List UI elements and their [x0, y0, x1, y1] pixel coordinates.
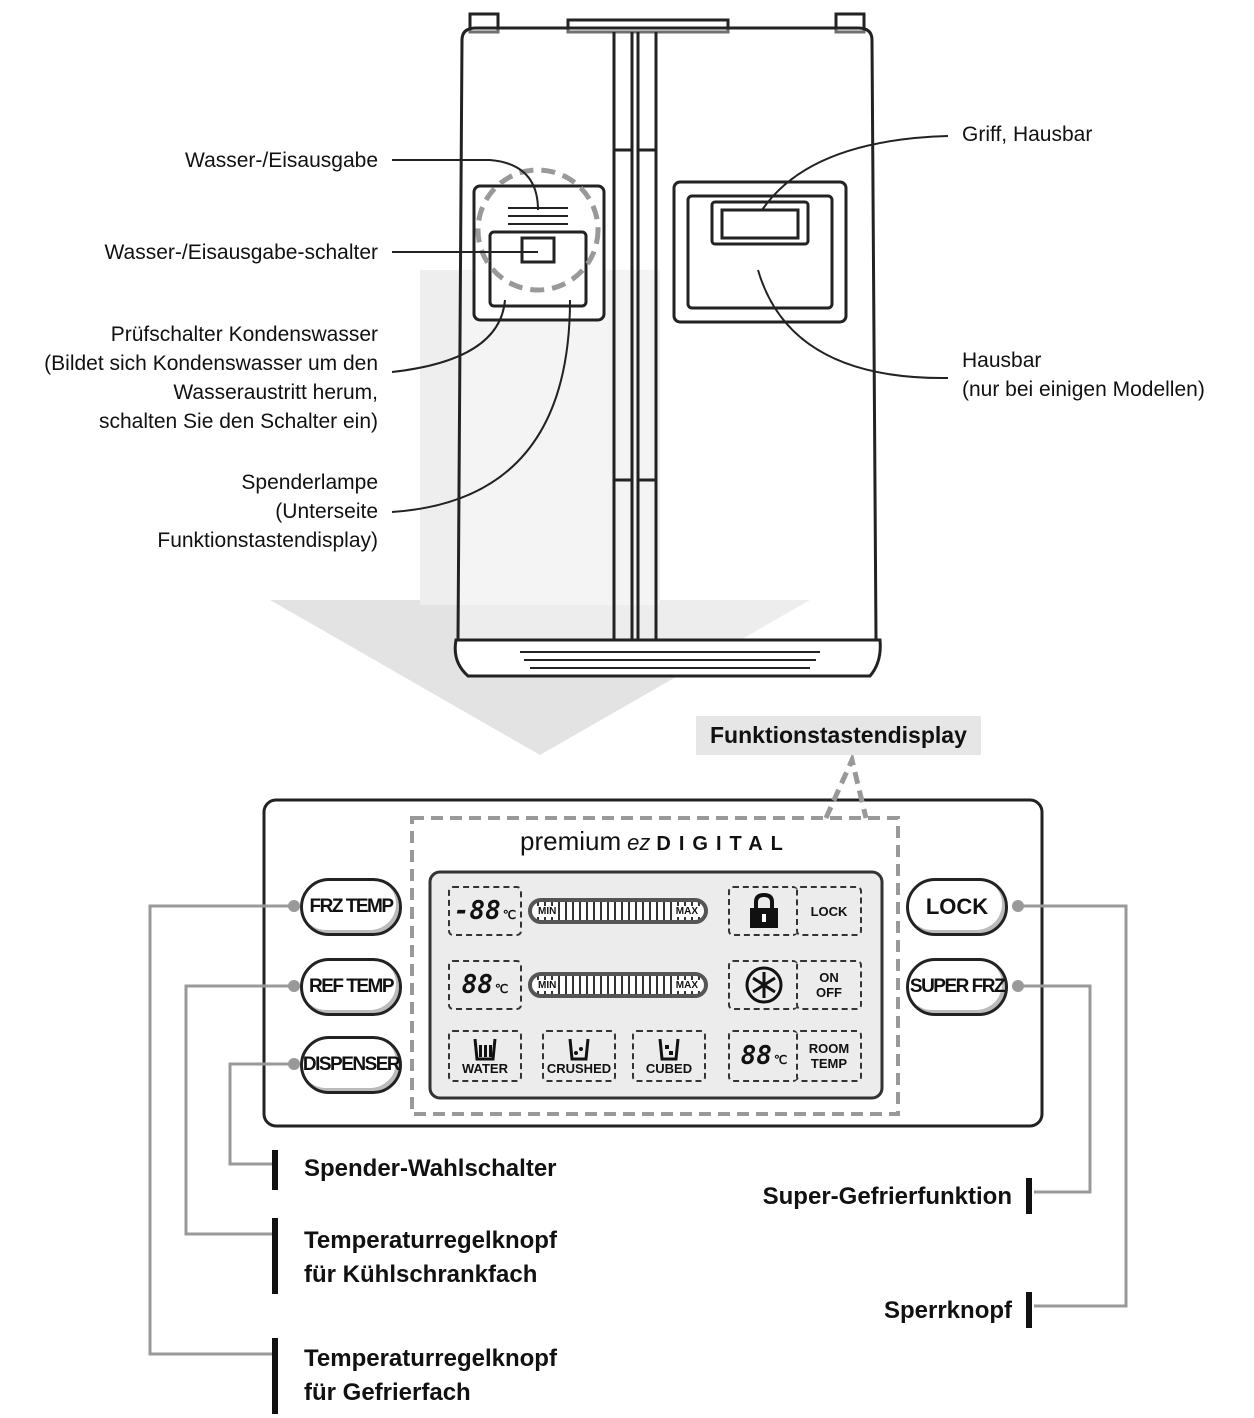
crushed-ice-icon	[568, 1038, 590, 1060]
on-label: ON	[819, 970, 839, 985]
brand-ez: ez	[627, 830, 651, 855]
leader-handle	[761, 135, 949, 211]
off-label: OFF	[816, 985, 842, 1000]
ref-max-label: MAX	[673, 979, 700, 991]
cubed-ice-icon	[658, 1038, 680, 1060]
label-water-ice-switch: Wasser-/Eisausgabe-schalter	[104, 241, 379, 264]
label-water-ice: Wasser-/Eisausgabe	[185, 149, 378, 172]
frz-knob-line-1: Temperaturregelknopf	[304, 1345, 557, 1372]
callout-bar-dispenser	[272, 1150, 278, 1190]
cubed-label: CUBED	[645, 1060, 693, 1076]
callout-bar-lock	[1026, 1292, 1032, 1328]
callout-bar-superfrz	[1026, 1178, 1032, 1214]
ref-temp-readout: 88℃	[448, 960, 522, 1010]
callout-lock-knob: Sperrknopf	[883, 1297, 1012, 1324]
lock-indicator: LOCK	[796, 886, 862, 936]
frz-min-label: MIN	[536, 905, 559, 917]
callout-dispenser-select: Spender-Wahlschalter	[304, 1155, 557, 1182]
ref-temp-slider: MIN MAX	[528, 972, 708, 998]
tag-pointer	[823, 752, 869, 820]
leader-homebar	[757, 269, 949, 380]
frz-max-label: MAX	[673, 905, 700, 917]
dispenser-highlight	[475, 167, 601, 293]
callout-super-frz: Super-Gefrierfunktion	[762, 1183, 1012, 1210]
panel-tag: Funktionstastendisplay	[696, 716, 981, 755]
leader-water-ice	[392, 159, 539, 211]
ref-knob-line-2: für Kühlschrankfach	[304, 1261, 538, 1288]
padlock-icon	[750, 892, 778, 928]
callout-ref-knob: Temperaturregelknopf für Kühlschrankfach	[304, 1224, 557, 1292]
lock-button[interactable]: LOCK	[906, 878, 1008, 936]
condensate-line-3: Wasseraustritt herum,	[173, 381, 378, 404]
padlock-icon-box	[728, 886, 798, 936]
lamp-line-1: Spenderlampe	[241, 471, 378, 494]
super-frz-button[interactable]: SUPER FRZ	[906, 958, 1008, 1016]
frz-temp-slider: MIN MAX	[528, 898, 708, 924]
frz-temp-value: -88	[453, 896, 501, 926]
ref-temp-value: 88	[461, 970, 493, 1000]
water-label: WATER	[462, 1060, 508, 1076]
water-mode: WATER	[448, 1030, 522, 1082]
room-temp-unit: ℃	[773, 1053, 788, 1067]
room-label: ROOM	[808, 1041, 850, 1056]
temp-label: TEMP	[810, 1056, 848, 1071]
snowflake-icon	[745, 966, 783, 1004]
line-dispenser	[228, 1062, 296, 1166]
lamp-line-3: Funktionstastendisplay)	[157, 529, 378, 552]
line-ref-knob	[184, 984, 296, 1236]
label-homebar: Hausbar (nur bei einigen Modellen)	[962, 346, 1205, 404]
crushed-mode: CRUSHED	[542, 1030, 616, 1082]
snowflake-icon-box	[728, 960, 798, 1010]
brand-digital: DIGITAL	[656, 833, 791, 855]
lamp-line-2: (Unterseite	[275, 500, 378, 523]
condensate-line-2: (Bildet sich Kondenswasser um den	[44, 352, 378, 375]
water-glass-icon	[473, 1038, 497, 1060]
label-condensate: Prüfschalter Kondenswasser (Bildet sich …	[44, 320, 378, 436]
homebar-line-1: Hausbar	[962, 349, 1042, 372]
line-lock	[1016, 904, 1128, 1308]
frz-temp-unit: ℃	[502, 908, 517, 922]
callout-bar-frz	[272, 1338, 278, 1414]
line-frz-knob	[148, 904, 296, 1356]
brand-premium: premium	[520, 826, 622, 856]
frz-temp-button[interactable]: FRZ TEMP	[300, 878, 402, 936]
ref-temp-unit: ℃	[494, 982, 509, 996]
line-superfrz	[1016, 984, 1092, 1194]
refrigerator	[453, 12, 882, 678]
dispenser-button[interactable]: DISPENSER	[300, 1036, 402, 1094]
condensate-line-4: schalten Sie den Schalter ein)	[99, 410, 378, 433]
lock-indicator-label: LOCK	[810, 903, 848, 919]
callout-frz-knob: Temperaturregelknopf für Gefrierfach	[304, 1342, 557, 1410]
frz-temp-readout: -88℃	[448, 886, 522, 936]
ref-knob-line-1: Temperaturregelknopf	[304, 1227, 557, 1254]
callout-bar-ref	[272, 1218, 278, 1294]
cubed-mode: CUBED	[632, 1030, 706, 1082]
ref-min-label: MIN	[536, 979, 559, 991]
homebar-line-2: (nur bei einigen Modellen)	[962, 378, 1205, 401]
leader-lamp	[391, 299, 571, 513]
display-area-highlight	[410, 816, 900, 1116]
crushed-label: CRUSHED	[546, 1060, 612, 1076]
label-handle: Griff, Hausbar	[962, 123, 1093, 146]
label-lamp: Spenderlampe (Unterseite Funktionstasten…	[157, 468, 378, 555]
room-temp-value: 88	[740, 1041, 772, 1071]
leader-condensate	[391, 299, 506, 373]
ref-temp-button[interactable]: REF TEMP	[300, 958, 402, 1016]
condensate-line-1: Prüfschalter Kondenswasser	[110, 323, 378, 346]
frz-knob-line-2: für Gefrierfach	[304, 1379, 471, 1406]
room-temp-readout: 88℃	[728, 1030, 798, 1082]
